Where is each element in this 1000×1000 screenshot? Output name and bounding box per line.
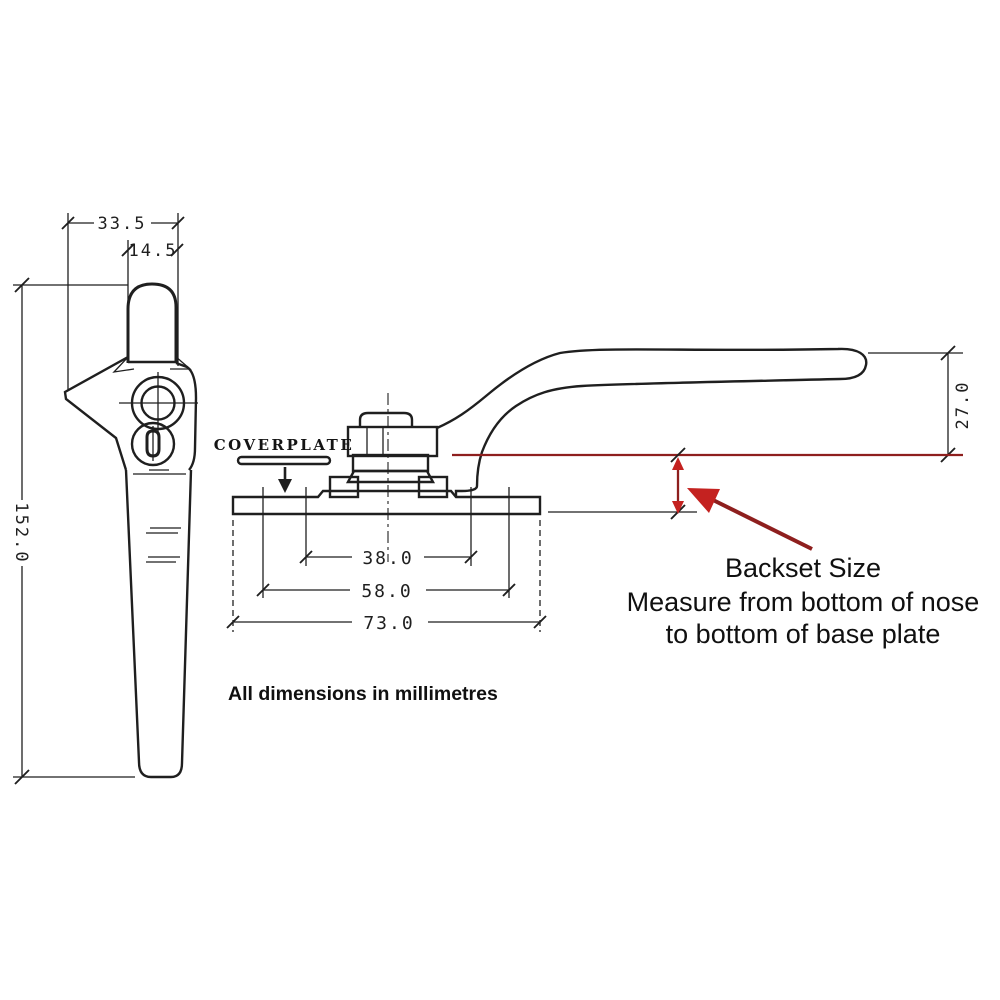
front-view-dimensions: 38.0 58.0 73.0 27.0 (226, 345, 973, 634)
backset-pointer-shaft (706, 495, 813, 551)
backset-line2: to bottom of base plate (666, 619, 941, 649)
tick (171, 216, 185, 230)
backset-title: Backset Size (725, 553, 881, 583)
tick (121, 243, 135, 257)
dim-inner-hole-spacing: 38.0 (362, 548, 413, 569)
backset-pointer-head (687, 488, 720, 513)
tick (299, 550, 313, 564)
side-body-hook (63, 355, 129, 471)
clamp-block-left (328, 475, 360, 499)
coverplate-callout: COVERPLATE (214, 436, 355, 493)
coverplate-bar (236, 455, 332, 466)
base-plate (231, 489, 542, 516)
clamp-block-right (417, 475, 449, 499)
side-view-dimensions: 33.5 14.5 152.0 (11, 213, 185, 785)
mech-step (351, 453, 430, 473)
dim-overall-width: 33.5 (98, 214, 147, 234)
mech-cap (358, 411, 414, 427)
coverplate-label: COVERPLATE (214, 436, 355, 454)
backset-arrow-head-down (672, 501, 684, 514)
tick (14, 769, 30, 785)
tick (256, 583, 270, 597)
mech-body (346, 425, 439, 458)
units-note: All dimensions in millimetres (228, 683, 498, 705)
tick (61, 216, 75, 230)
side-body-right (175, 361, 198, 471)
tick (14, 277, 30, 293)
tick (670, 447, 686, 463)
side-blade-outline (124, 469, 193, 779)
tick (502, 583, 516, 597)
side-view (63, 282, 198, 779)
backset-arrow-head-up (672, 457, 684, 470)
dim-plate-length: 73.0 (363, 613, 414, 634)
tick (464, 550, 478, 564)
backset-annotation (452, 447, 963, 551)
tick (226, 615, 240, 629)
tick (533, 615, 547, 629)
dim-grip-width: 14.5 (129, 241, 178, 261)
dim-backset-height: 27.0 (953, 381, 973, 430)
side-grip-outline (126, 282, 178, 363)
side-neck-left (112, 355, 135, 373)
side-keyhole-circle (130, 421, 176, 467)
dim-outer-hole-spacing: 58.0 (361, 581, 412, 602)
lever-handle (436, 347, 868, 497)
dim-overall-height: 152.0 (11, 502, 31, 563)
tick (940, 345, 956, 361)
notes: Backset Size Measure from bottom of nose… (228, 553, 979, 705)
tick (170, 243, 184, 257)
backset-line1: Measure from bottom of nose (627, 587, 980, 617)
coverplate-arrow-head (278, 479, 292, 493)
